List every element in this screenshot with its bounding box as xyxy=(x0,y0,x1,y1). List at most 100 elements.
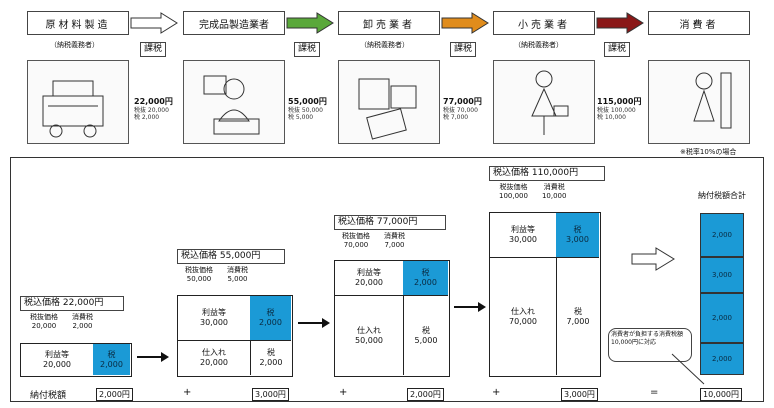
payment-value: 2,000円 xyxy=(407,388,444,401)
worker-illustration xyxy=(183,60,285,144)
tax-value: 3,000 xyxy=(566,235,589,244)
price-value: 115,000円 xyxy=(597,97,642,106)
consumer-illustration xyxy=(648,60,750,144)
incl-value: 55,000円 xyxy=(219,251,261,261)
divider xyxy=(489,257,599,258)
tax-label: 税 xyxy=(107,349,116,359)
stage-label: 原材料製造 xyxy=(45,19,111,31)
ptax-value: 5,000 xyxy=(414,335,438,345)
arrow-right-icon xyxy=(454,302,486,312)
payment-label: 納付税額 xyxy=(30,391,67,401)
excl-label: 税抜価格 xyxy=(185,266,213,274)
ctax-label: 消費税 xyxy=(543,183,565,191)
flow-arrow-icon xyxy=(596,12,644,34)
profit-label: 利益等 xyxy=(357,268,381,277)
tax-tag: 課税 xyxy=(450,42,477,57)
profit-value: 30,000 xyxy=(200,318,228,327)
payment-value: 2,000円 xyxy=(96,388,133,401)
price-tax: 税 2,000 xyxy=(134,114,160,121)
price-note: 55,000円 税抜 50,000 税 5,000 xyxy=(288,96,338,121)
purchase-value: 50,000 xyxy=(355,335,383,345)
excl-value: 100,000 xyxy=(499,192,528,200)
tax-tag: 課税 xyxy=(294,42,321,57)
stage-sub: （納税義務者） xyxy=(50,41,99,49)
ptax-label: 税 xyxy=(574,306,582,316)
ptax-value: 2,000 xyxy=(259,358,283,367)
price-excl: 税抜 50,000 xyxy=(288,107,323,114)
price-tax: 税 7,000 xyxy=(443,114,469,121)
excl-value: 70,000 xyxy=(343,241,369,249)
tax-label: 税 xyxy=(266,308,275,317)
tax-label: 税 xyxy=(573,225,582,234)
shopkeeper-icon xyxy=(531,70,569,135)
stage-retailer: 小売業者 xyxy=(493,11,595,35)
stage-wholesaler: 卸売業者 xyxy=(338,11,440,35)
price-tax: 税 10,000 xyxy=(597,114,626,121)
purchase-value: 20,000 xyxy=(200,358,228,367)
plus-sign: + xyxy=(183,387,192,398)
price-value: 22,000円 xyxy=(134,97,173,106)
profit-label: 利益等 xyxy=(45,349,69,359)
excl-value: 20,000 xyxy=(31,322,57,330)
price-note: 22,000円 税抜 20,000 税 2,000 xyxy=(134,96,184,121)
ctax-value: 10,000 xyxy=(541,192,567,200)
callout-pointer-icon xyxy=(671,353,705,385)
stage-label: 小売業者 xyxy=(518,19,570,31)
profit-label: 利益等 xyxy=(202,308,226,317)
price-note: 77,000円 税抜 70,000 税 7,000 xyxy=(443,96,493,121)
ctax-label: 消費税 xyxy=(72,313,93,321)
stage-raw-material: 原材料製造 xyxy=(27,11,129,35)
price-value: 55,000円 xyxy=(288,97,327,106)
price-excl: 税抜 70,000 xyxy=(443,107,478,114)
consumer-icon xyxy=(693,72,732,129)
stage-sub: （納税義務者） xyxy=(514,41,563,49)
price-note: 115,000円 税抜 100,000 税 10,000 xyxy=(597,96,649,121)
incl-label: 税込価格 xyxy=(338,217,375,227)
profit-value: 20,000 xyxy=(43,359,71,369)
stage-sub: （納税義務者） xyxy=(360,41,409,49)
stage-consumer: 消費者 xyxy=(648,11,750,35)
profit-value: 30,000 xyxy=(509,235,537,244)
tax-value: 2,000 xyxy=(259,318,282,327)
profit-value: 20,000 xyxy=(355,278,383,287)
payment-value: 3,000円 xyxy=(561,388,598,401)
ctax-label: 消費税 xyxy=(227,266,248,274)
boxes-icon xyxy=(358,78,417,140)
warehouse-illustration xyxy=(338,60,440,144)
payment-value: 3,000円 xyxy=(252,388,289,401)
stage-finished-goods: 完成品製造業者 xyxy=(183,11,285,35)
excl-label: 税抜価格 xyxy=(342,232,370,240)
flow-arrow-icon xyxy=(286,12,334,34)
factory-machine-icon xyxy=(42,80,104,138)
tax-tag: 課税 xyxy=(604,42,631,57)
total-arrow-icon xyxy=(631,247,675,271)
price-excl: 税抜 20,000 xyxy=(134,107,169,114)
price-value: 77,000円 xyxy=(443,97,482,106)
purchase-value: 70,000 xyxy=(509,316,537,326)
incl-label: 税込価格 xyxy=(493,168,530,178)
arrow-right-icon xyxy=(137,352,169,362)
price-tax: 税 5,000 xyxy=(288,114,314,121)
total-stack-block: 2,000 xyxy=(700,213,744,257)
worker-icon xyxy=(203,75,260,135)
equals-sign: = xyxy=(650,387,659,398)
purchase-label: 仕入れ xyxy=(357,325,381,335)
excl-value: 50,000 xyxy=(186,275,212,283)
ctax-label: 消費税 xyxy=(384,232,405,240)
stage-label: 卸売業者 xyxy=(363,19,415,31)
total-stack-block: 2,000 xyxy=(700,293,744,343)
ptax-value: 7,000 xyxy=(566,316,590,326)
